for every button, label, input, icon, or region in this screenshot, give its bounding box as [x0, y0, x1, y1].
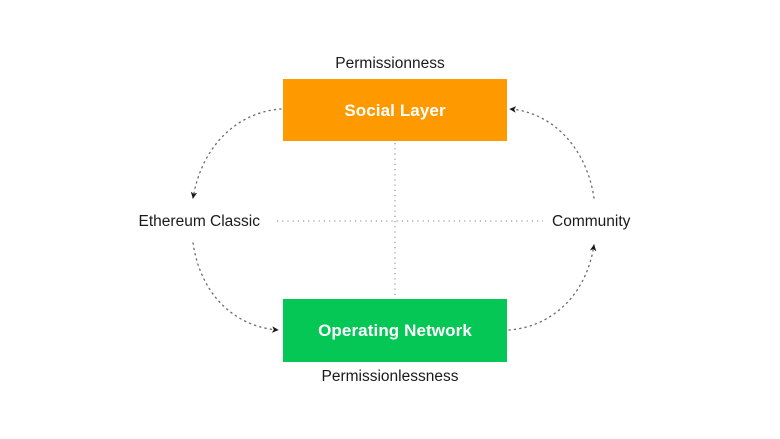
- arc-operating-network-to-community: [508, 244, 597, 331]
- node-community-label: Community: [552, 213, 631, 230]
- node-ethereum-classic-label: Ethereum Classic: [138, 213, 260, 230]
- node-social-layer-label: Social Layer: [344, 100, 446, 120]
- arc-ethereum-classic-to-operating-network: [192, 242, 279, 333]
- arc-social-layer-to-ethereum-classic: [190, 108, 282, 199]
- node-operating-network-label: Operating Network: [318, 321, 472, 340]
- node-social-layer[interactable]: Social Layer: [283, 79, 507, 141]
- arc-community-to-social-layer: [509, 106, 595, 199]
- axis-label-permissionlessness: Permissionlessness: [321, 368, 459, 385]
- node-operating-network[interactable]: Operating Network: [283, 299, 507, 362]
- axis-label-permissionness: Permissionness: [335, 55, 445, 72]
